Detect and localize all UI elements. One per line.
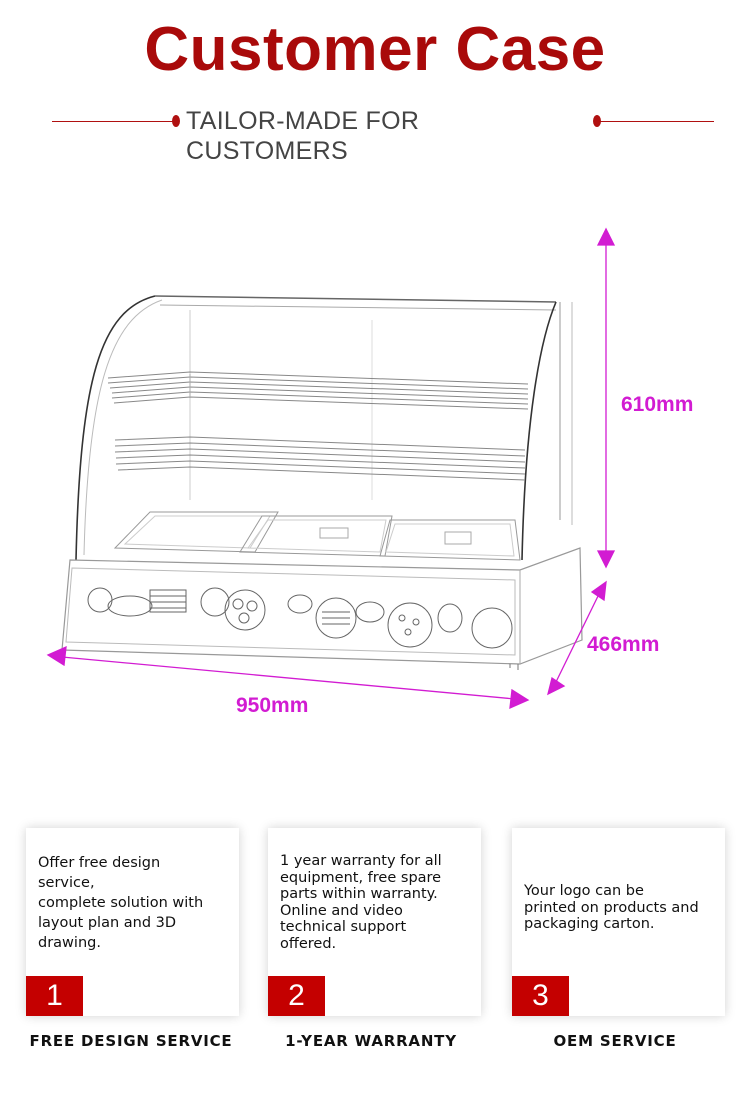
text-line: Your logo can be	[524, 883, 644, 899]
service-number-badge: 2	[268, 976, 325, 1016]
product-image: 610mm 466mm 950mm	[0, 220, 750, 740]
text-line: layout plan and 3D	[38, 915, 177, 931]
service-label-oem: OEM SERVICE	[553, 1032, 677, 1050]
page-subtitle: TAILOR-MADE FOR CUSTOMERS	[186, 107, 420, 165]
service-card-text: Your logo can be printed on products and…	[524, 883, 717, 933]
service-card-warranty: 1 year warranty for all equipment, free …	[268, 828, 481, 1016]
service-card-text: 1 year warranty for all equipment, free …	[280, 853, 473, 952]
divider-dot-left	[172, 115, 180, 127]
food-warmer-sketch	[46, 227, 616, 710]
text-line: packaging carton.	[524, 916, 655, 932]
text-line: parts within warranty.	[280, 886, 438, 902]
text-line: service,	[38, 875, 95, 891]
page-title: Customer Case	[144, 15, 606, 84]
text-line: Offer free design	[38, 855, 161, 871]
width-dimension: 950mm	[236, 694, 309, 717]
text-line: printed on products and	[524, 899, 699, 916]
service-label-warranty: 1-YEAR WARRANTY	[285, 1032, 457, 1050]
text-line: offered.	[280, 935, 337, 952]
divider-line-left	[52, 121, 174, 122]
service-number-badge: 3	[512, 976, 569, 1016]
text-line: drawing.	[38, 935, 101, 951]
divider-dot-right	[593, 115, 601, 127]
service-label-free-design: FREE DESIGN SERVICE	[29, 1032, 233, 1050]
height-dimension: 610mm	[621, 393, 694, 416]
service-card-oem: Your logo can be printed on products and…	[512, 828, 725, 1016]
subtitle-row: TAILOR-MADE FOR CUSTOMERS	[0, 104, 750, 165]
service-card-text: Offer free design service, complete solu…	[38, 853, 231, 953]
text-line: 1 year warranty for all	[280, 853, 442, 869]
text-line: Online and video	[280, 902, 403, 919]
depth-dimension: 466mm	[587, 633, 660, 656]
text-line: equipment, free spare	[280, 869, 442, 886]
text-line: technical support	[280, 919, 407, 935]
service-number-badge: 1	[26, 976, 83, 1016]
text-line: complete solution with	[38, 895, 204, 911]
service-card-free-design: Offer free design service, complete solu…	[26, 828, 239, 1016]
divider-line-right	[600, 121, 714, 122]
